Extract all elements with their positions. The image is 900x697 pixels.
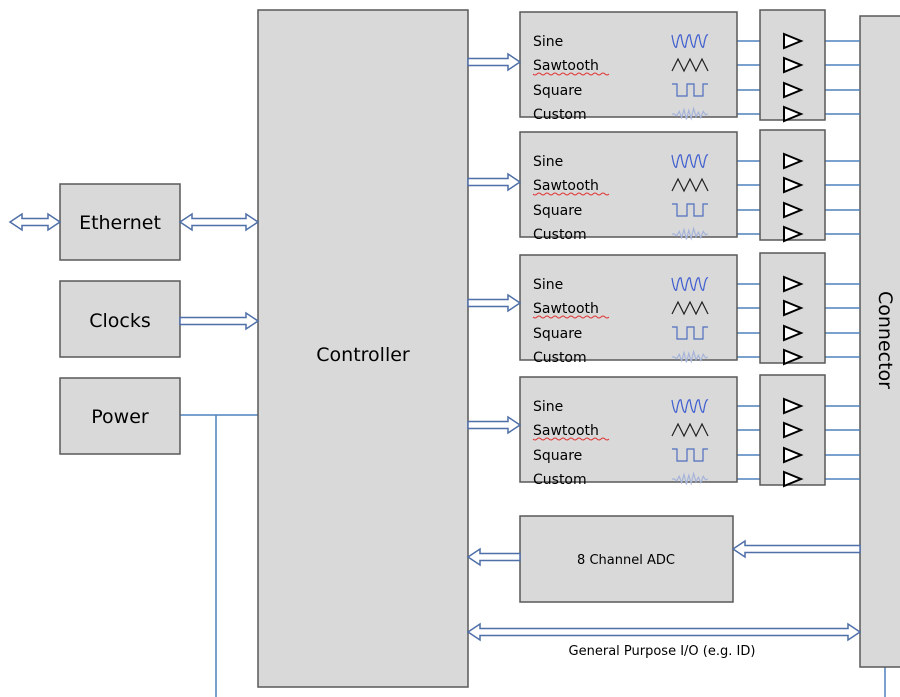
gpio-label: General Purpose I/O (e.g. ID) <box>569 644 756 659</box>
waveform-label-custom: Custom <box>533 227 587 243</box>
adc-block <box>519 515 734 603</box>
sawtooth-wave-icon <box>671 177 709 193</box>
waveform-label-sawtooth: Sawtooth <box>533 423 599 439</box>
waveform-label-custom: Custom <box>533 107 587 123</box>
waveform-label-sine: Sine <box>533 399 563 415</box>
ethernet-block <box>59 183 181 261</box>
sawtooth-wave-icon <box>671 422 709 438</box>
waveform-label-sawtooth: Sawtooth <box>533 178 599 194</box>
amplifier-icon <box>783 32 804 50</box>
ethernet-controller-arrow <box>178 212 260 232</box>
sine-wave-icon <box>671 154 709 168</box>
generator-box <box>519 131 738 238</box>
spellcheck-underline <box>532 72 610 76</box>
waveform-label-sawtooth: Sawtooth <box>533 301 599 317</box>
custom-wave-icon <box>672 471 709 486</box>
sawtooth-wave-icon <box>671 57 709 73</box>
amplifier-icon <box>783 56 804 74</box>
custom-wave-icon <box>672 106 709 121</box>
waveform-generators: SineSawtoothSquareCustomSineSawtoothSqua… <box>519 9 860 488</box>
generator-box <box>519 11 738 118</box>
connector-adc-arrow <box>731 539 861 559</box>
clocks-controller-arrow <box>179 311 260 331</box>
amplifier-icon <box>783 152 804 170</box>
connector-block <box>859 15 900 668</box>
amplifier-icon <box>783 225 804 243</box>
controller-block <box>257 9 469 688</box>
generator-box <box>519 376 738 483</box>
square-wave-icon <box>672 83 708 97</box>
amplifier-icon <box>783 105 804 123</box>
amplifier-icon <box>783 470 804 488</box>
waveform-label-custom: Custom <box>533 472 587 488</box>
adc-label: 8 Channel ADC <box>577 553 675 568</box>
controller-generator-1-arrow <box>467 52 522 72</box>
waveform-label-square: Square <box>533 203 582 219</box>
controller-label: Controller <box>316 344 410 366</box>
square-wave-icon <box>672 203 708 217</box>
spellcheck-underline <box>532 315 610 319</box>
waveform-label-square: Square <box>533 448 582 464</box>
amplifier-icon <box>783 299 804 317</box>
amplifier-icon <box>783 275 804 293</box>
waveform-label-custom: Custom <box>533 350 587 366</box>
controller-generator-3-arrow <box>467 293 522 313</box>
custom-wave-icon <box>672 226 709 241</box>
amplifier-icon <box>783 324 804 342</box>
sine-wave-icon <box>671 399 709 413</box>
bus-arrows <box>8 52 862 642</box>
power-block <box>59 377 181 455</box>
amplifier-icon <box>783 348 804 366</box>
waveform-label-sine: Sine <box>533 34 563 50</box>
adc-controller-arrow <box>466 547 521 567</box>
spellcheck-underline <box>532 437 610 441</box>
clocks-label: Clocks <box>89 310 151 332</box>
waveform-label-sine: Sine <box>533 277 563 293</box>
clocks-block <box>59 280 181 358</box>
sine-wave-icon <box>671 34 709 48</box>
amplifier-icon <box>783 446 804 464</box>
generator-box <box>519 254 738 361</box>
controller-generator-4-arrow <box>467 415 522 435</box>
amplifier-icon <box>783 176 804 194</box>
amplifier-icon <box>783 81 804 99</box>
sine-wave-icon <box>671 277 709 291</box>
ethernet-label: Ethernet <box>79 212 161 234</box>
spellcheck-underline <box>532 192 610 196</box>
waveform-label-square: Square <box>533 83 582 99</box>
amplifier-box <box>759 252 826 364</box>
amplifier-icon <box>783 201 804 219</box>
amplifier-icon <box>783 421 804 439</box>
controller-generator-2-arrow <box>467 172 522 192</box>
square-wave-icon <box>672 326 708 340</box>
waveform-label-sawtooth: Sawtooth <box>533 58 599 74</box>
power-wires <box>180 414 886 697</box>
connector-label: Connector <box>874 291 896 389</box>
square-wave-icon <box>672 448 708 462</box>
custom-wave-icon <box>672 349 709 364</box>
amplifier-icon <box>783 397 804 415</box>
waveform-label-sine: Sine <box>533 154 563 170</box>
amplifier-box <box>759 9 826 121</box>
power-label: Power <box>91 406 149 428</box>
sawtooth-wave-icon <box>671 300 709 316</box>
waveform-label-square: Square <box>533 326 582 342</box>
gpio-arrow <box>466 622 862 642</box>
ethernet-external-arrow <box>8 212 62 232</box>
